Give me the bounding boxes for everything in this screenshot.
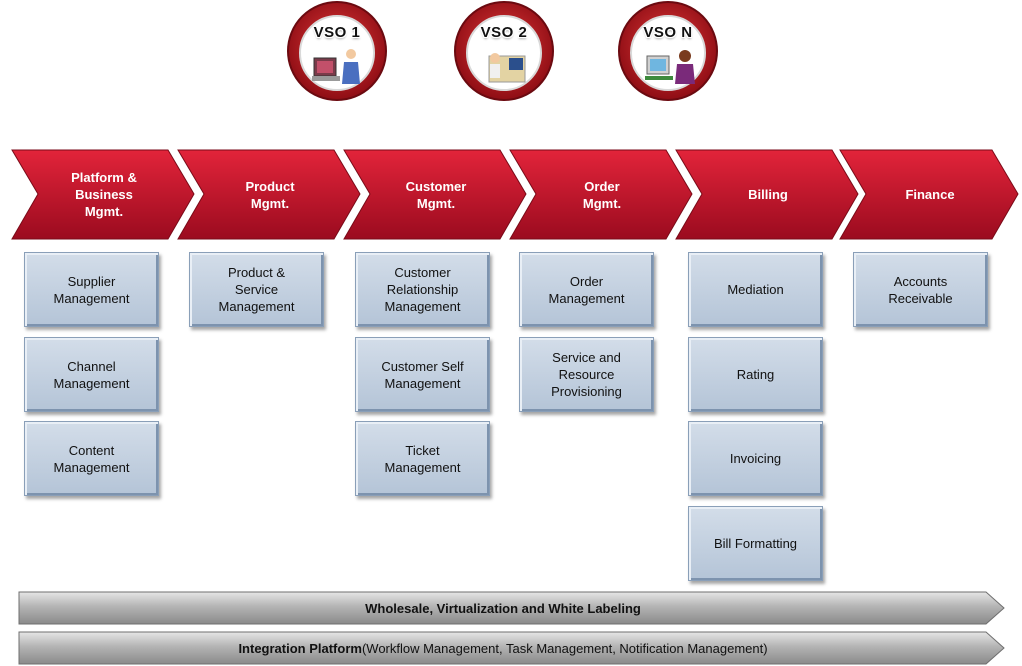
vso-badge-2: VSO 2: [453, 0, 555, 102]
module-box: Customer Relationship Management: [355, 252, 490, 327]
module-box: Product & Service Management: [189, 252, 324, 327]
module-box: Order Management: [519, 252, 654, 327]
chevron-customer: Customer Mgmt.: [340, 147, 530, 242]
module-box: Customer Self Management: [355, 337, 490, 412]
module-box: Content Management: [24, 421, 159, 496]
vso-badge-1: VSO 1: [286, 0, 388, 102]
chevron-label: Product Mgmt.: [245, 178, 295, 211]
chevron-finance: Finance: [836, 147, 1022, 242]
module-box: Service and Resource Provisioning: [519, 337, 654, 412]
module-box: Invoicing: [688, 421, 823, 496]
person-at-computer-icon: [287, 1, 387, 101]
chevron-product: Product Mgmt.: [174, 147, 364, 242]
vso-badge-n: VSO N: [617, 0, 719, 102]
bar-label-bold: Integration Platform: [238, 640, 362, 656]
vso-badge-label: VSO N: [643, 24, 693, 41]
chevron-billing: Billing: [672, 147, 862, 242]
chevron-platform-business: Platform & Business Mgmt.: [8, 147, 198, 242]
wholesale-bar: Wholesale, Virtualization and White Labe…: [18, 590, 1006, 626]
chevron-label: Billing: [748, 187, 788, 202]
chevron-label: Order Mgmt.: [582, 178, 622, 211]
bar-label-rest: (Workflow Management, Task Management, N…: [361, 640, 768, 656]
module-box: Supplier Management: [24, 252, 159, 327]
module-box: Ticket Management: [355, 421, 490, 496]
bar-label: Integration Platform (Workflow Managemen…: [18, 630, 988, 666]
module-box: Bill Formatting: [688, 506, 823, 581]
module-box: Channel Management: [24, 337, 159, 412]
module-box: Mediation: [688, 252, 823, 327]
vso-badge-label: VSO 2: [480, 24, 528, 41]
module-box: Rating: [688, 337, 823, 412]
integration-platform-bar: Integration Platform (Workflow Managemen…: [18, 630, 1006, 666]
module-box: Accounts Receivable: [853, 252, 988, 327]
bar-label: Wholesale, Virtualization and White Labe…: [18, 590, 988, 626]
vso-badge-label: VSO 1: [313, 24, 361, 41]
person-with-monitor-icon: [618, 1, 718, 101]
chevron-order: Order Mgmt.: [506, 147, 696, 242]
person-at-desk-icon: [454, 1, 554, 101]
chevron-label: Customer Mgmt.: [405, 178, 467, 211]
bar-label-bold: Wholesale, Virtualization and White Labe…: [365, 600, 641, 616]
chevron-label: Platform & Business Mgmt.: [71, 170, 137, 219]
chevron-label: Finance: [905, 187, 955, 202]
